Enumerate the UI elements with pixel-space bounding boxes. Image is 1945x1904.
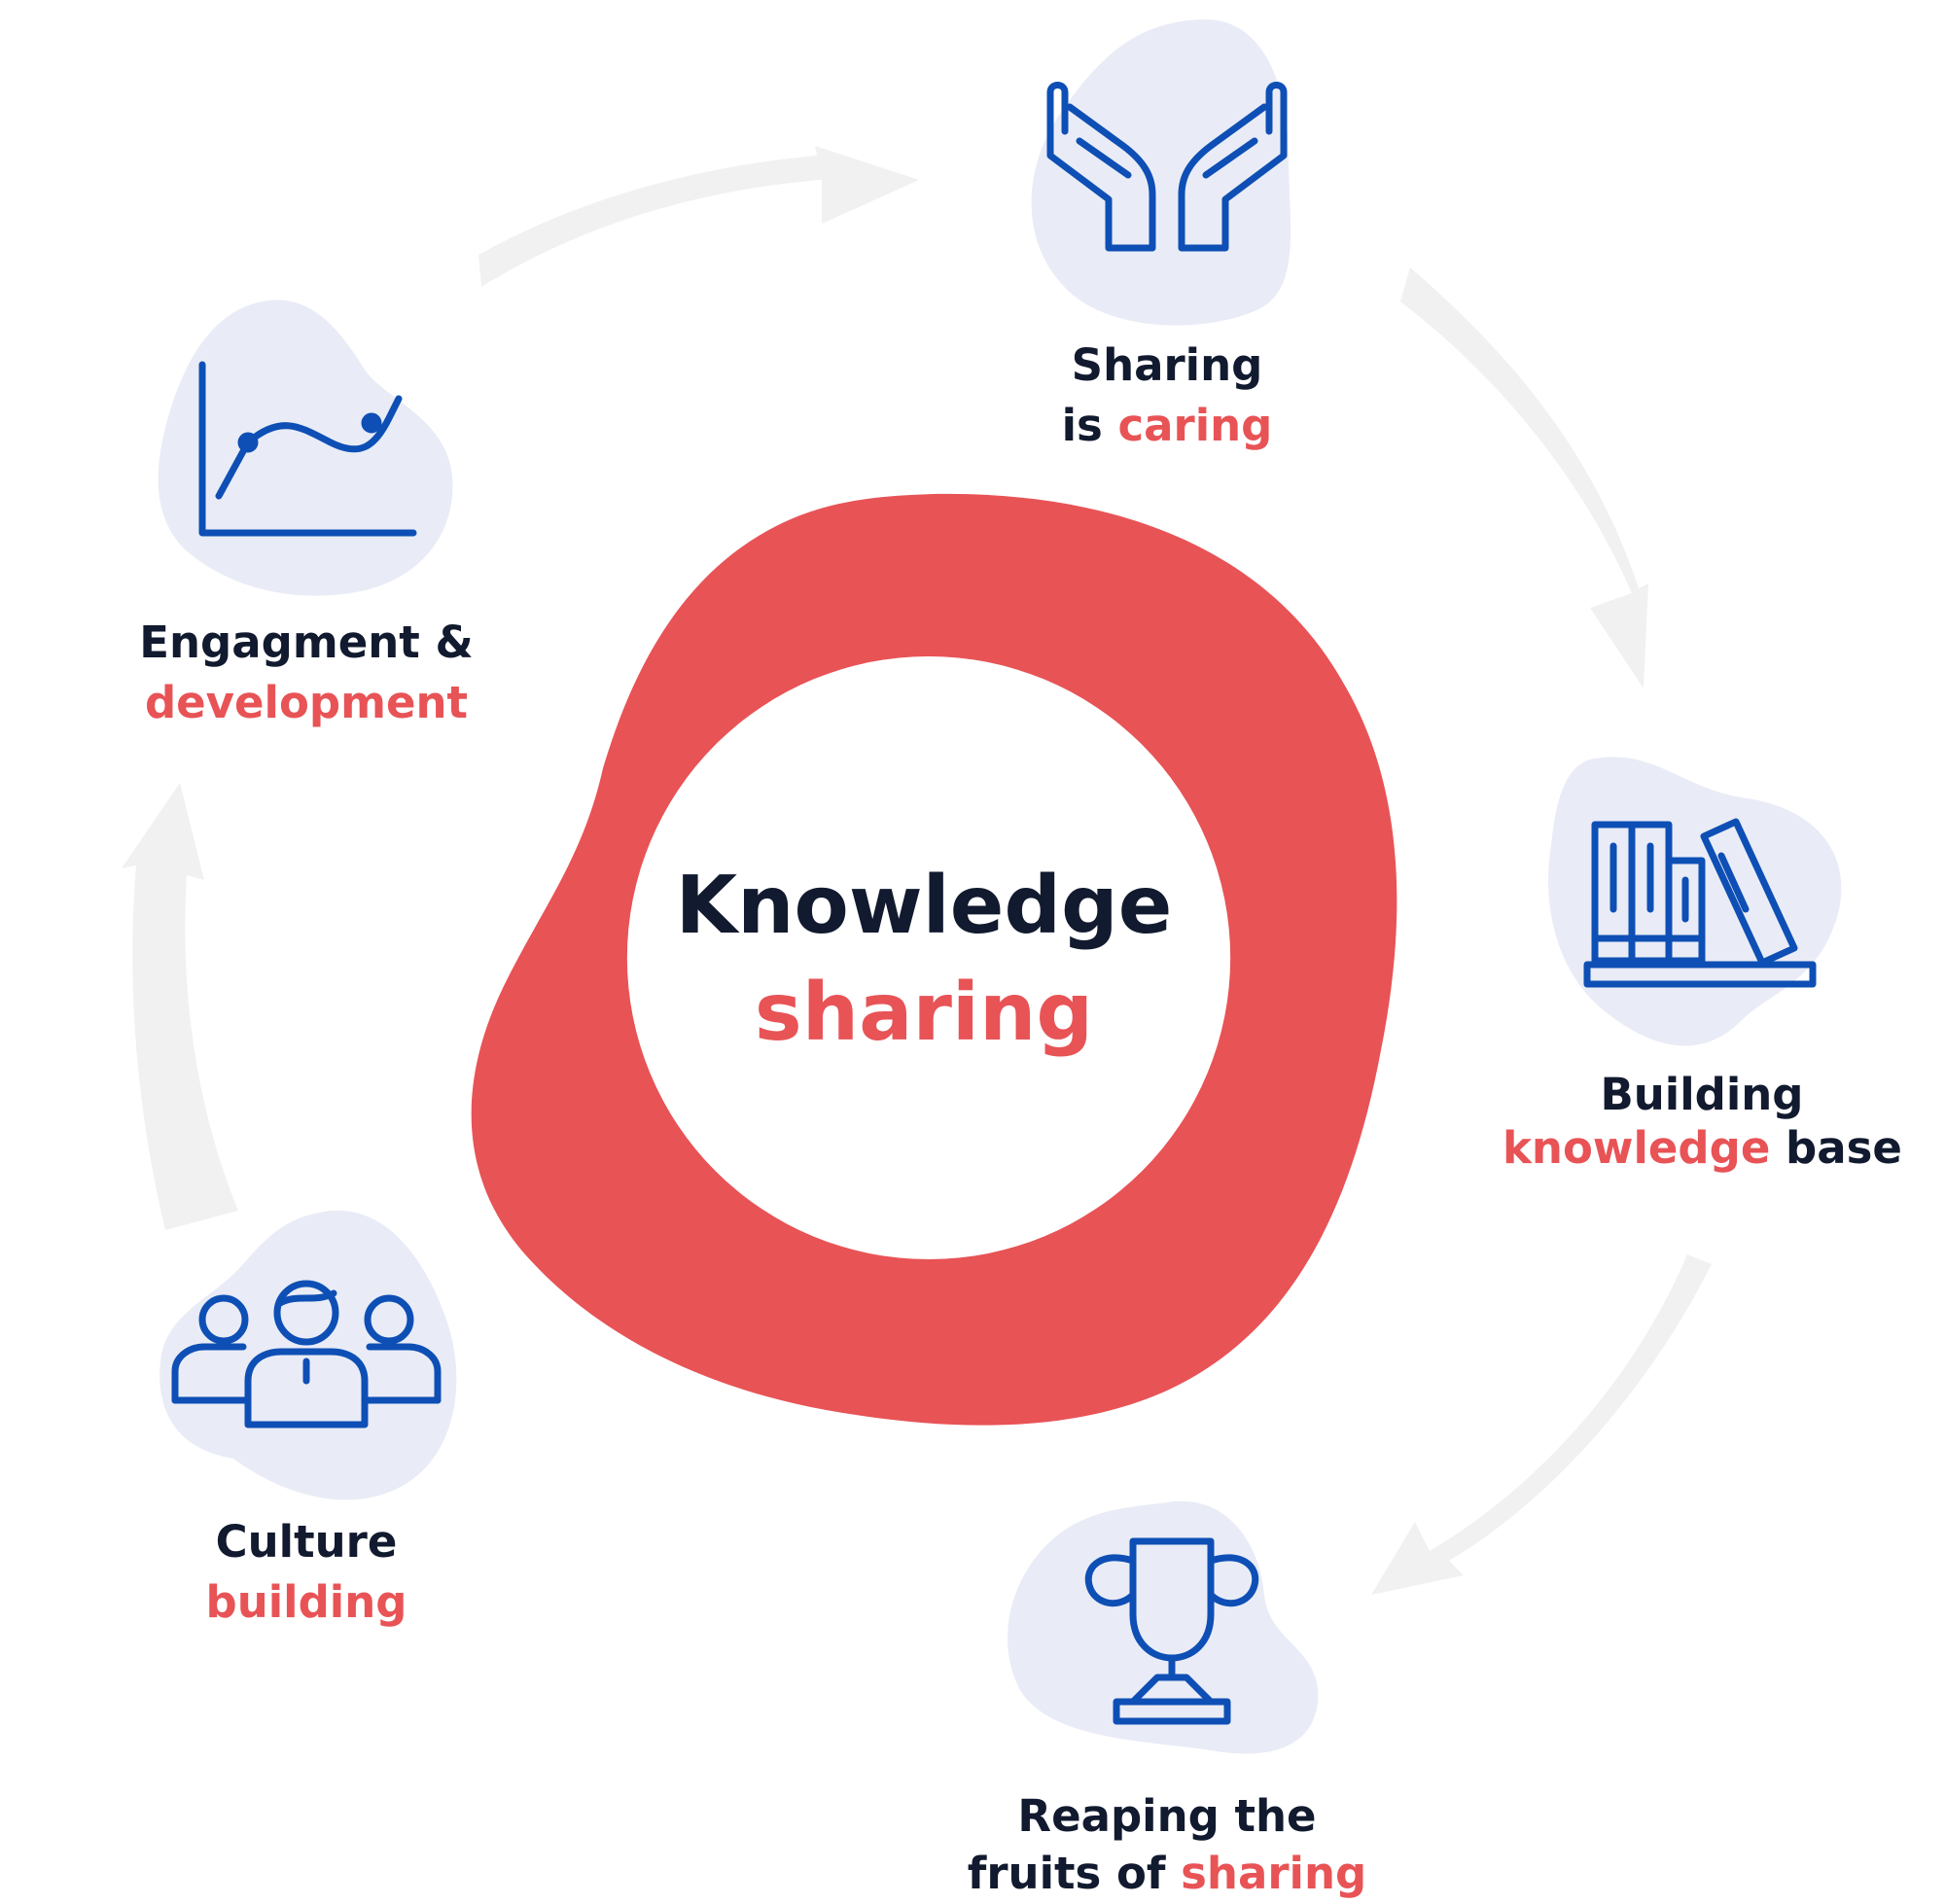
label-reaping-line2: fruits of sharing <box>953 1844 1381 1904</box>
label-sharing-line2: is caring <box>972 396 1362 456</box>
label-knowledge-line1: Building <box>1600 1069 1804 1120</box>
blob-engagement <box>158 300 453 596</box>
books-icon <box>1583 818 1817 988</box>
label-reaping-prefix: fruits of <box>967 1848 1182 1899</box>
arrow-engagement-to-sharing <box>478 146 919 287</box>
arrow-culture-to-engagement <box>122 783 238 1230</box>
label-reaping-line1: Reaping the <box>1017 1790 1317 1842</box>
label-knowledge-highlight: knowledge <box>1503 1122 1771 1174</box>
arrow-knowledge-to-reaping <box>1371 1254 1712 1595</box>
label-engagement-line1: Engagment & <box>139 617 474 668</box>
trophy-icon <box>1084 1537 1259 1725</box>
center-subtitle: sharing <box>754 967 1094 1059</box>
arrow-sharing-to-knowledge <box>1400 267 1648 688</box>
blob-culture <box>159 1210 457 1500</box>
label-sharing-prefix: is <box>1061 400 1118 451</box>
label-sharing-line1: Sharing <box>1071 339 1263 391</box>
growth-chart-icon <box>198 361 417 537</box>
team-icon <box>171 1280 442 1428</box>
cycle-arrows <box>122 146 1712 1595</box>
center-title: Knowledge <box>675 860 1173 952</box>
label-engagement-line2: development <box>144 677 469 728</box>
label-culture-line1: Culture <box>215 1516 398 1568</box>
blob-knowledge-base <box>1548 757 1842 1046</box>
blob-reaping <box>1008 1500 1319 1754</box>
label-knowledge-line2: knowledge base <box>1503 1118 1902 1179</box>
label-sharing-highlight: caring <box>1117 400 1273 451</box>
hands-icon <box>1046 82 1288 252</box>
label-reaping-highlight: sharing <box>1181 1848 1367 1899</box>
label-culture-line2: building <box>205 1576 407 1628</box>
center-ring <box>471 493 1397 1426</box>
label-knowledge-suffix: base <box>1770 1122 1902 1174</box>
